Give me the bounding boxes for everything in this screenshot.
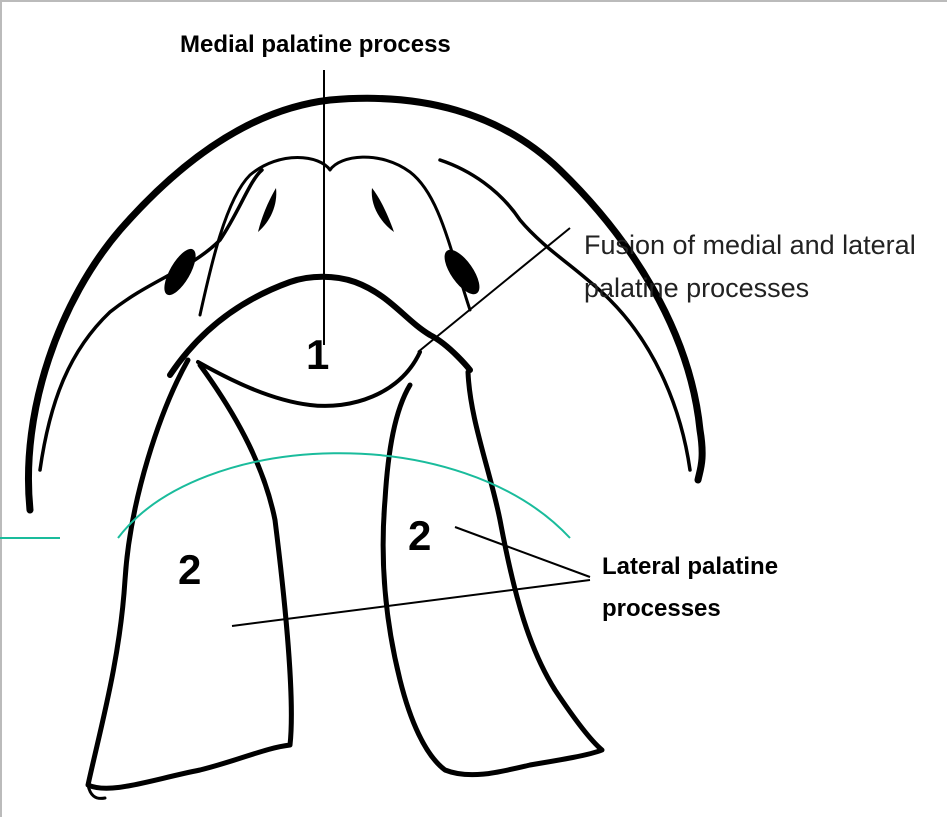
nasal-region-outline bbox=[200, 157, 470, 315]
marker-lateral-right-number: 2 bbox=[408, 512, 431, 559]
label-fusion-line2: palatine processes bbox=[584, 273, 809, 303]
nostril-left bbox=[258, 188, 276, 232]
label-fusion-line1: Fusion of medial and lateral bbox=[584, 230, 916, 260]
fold-shadow-left bbox=[158, 244, 201, 299]
label-lateral-line1: Lateral palatine bbox=[602, 553, 778, 580]
label-lateral-line2: processes bbox=[602, 595, 721, 622]
leader-line-lateral-right bbox=[455, 527, 590, 577]
lateral-process-right bbox=[383, 372, 602, 775]
leader-line-fusion bbox=[418, 228, 570, 352]
nostril-right bbox=[372, 188, 394, 232]
marker-lateral-left-number: 2 bbox=[178, 546, 201, 593]
outer-arch-outline bbox=[28, 98, 702, 510]
marker-medial-number: 1 bbox=[306, 331, 329, 378]
label-medial-palatine-process: Medial palatine process bbox=[180, 31, 451, 58]
fold-shadow-right bbox=[438, 244, 486, 299]
